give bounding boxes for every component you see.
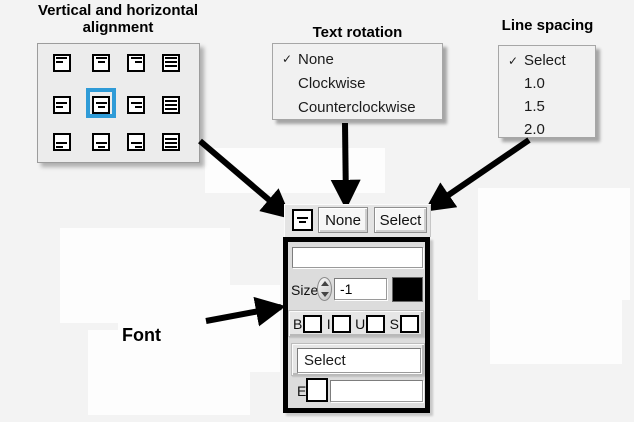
- font-panel: Size -1 B I U S Sele: [283, 237, 430, 413]
- underline-label: U: [355, 315, 366, 332]
- menu-item-none[interactable]: ✓ None: [273, 47, 442, 71]
- align-top-right-icon[interactable]: [127, 54, 145, 72]
- sample-text-input[interactable]: [292, 247, 423, 268]
- alignment-selector-button[interactable]: [292, 209, 313, 231]
- italic-checkbox[interactable]: [331, 314, 351, 333]
- font-callout-label: Font: [122, 325, 161, 345]
- font-style-strip: B I U S: [288, 310, 424, 337]
- background-patch: [88, 330, 250, 415]
- menu-item-clockwise[interactable]: Clockwise: [298, 74, 366, 92]
- align-bottom-left-icon[interactable]: [53, 133, 71, 151]
- align-center-icon: [297, 217, 308, 219]
- align-middle-justify-icon[interactable]: [162, 96, 180, 114]
- align-middle-left-icon[interactable]: [53, 96, 71, 114]
- checkmark-icon: ✓: [281, 52, 293, 66]
- menu-item-2-0[interactable]: 2.0: [524, 121, 545, 138]
- embed-checkbox[interactable]: [306, 378, 328, 402]
- menu-item-1-5[interactable]: 1.5: [524, 98, 545, 115]
- embed-label: E: [297, 383, 307, 399]
- align-top-justify-icon[interactable]: [162, 54, 180, 72]
- text-rotation-menu: ✓ None Clockwise Counterclockwise: [272, 43, 443, 120]
- font-color-swatch[interactable]: [392, 277, 423, 302]
- align-bottom-right-icon[interactable]: [127, 133, 145, 151]
- menu-item-counterclockwise[interactable]: Counterclockwise: [298, 98, 416, 116]
- font-name-input[interactable]: Select: [297, 348, 421, 373]
- font-name-base: Select: [291, 343, 425, 376]
- strikeout-checkbox[interactable]: [399, 314, 419, 333]
- text-format-toolbar: None Select: [284, 204, 431, 237]
- menu-item-select[interactable]: ✓ Select: [499, 49, 595, 72]
- size-spinner[interactable]: [317, 277, 332, 301]
- size-label: Size: [291, 282, 319, 298]
- size-input[interactable]: -1: [334, 278, 387, 300]
- alignment-title: Vertical and horizontal alignment: [37, 2, 199, 36]
- selected-alignment-highlight: [86, 88, 116, 118]
- background-patch: [205, 148, 385, 193]
- italic-label: I: [326, 315, 331, 332]
- bold-checkbox[interactable]: [303, 314, 323, 333]
- alignment-palette: [37, 43, 200, 163]
- spinner-down-icon[interactable]: [320, 292, 329, 297]
- bold-label: B: [293, 315, 303, 332]
- background-patch: [478, 188, 630, 300]
- align-middle-right-icon[interactable]: [127, 96, 145, 114]
- align-bottom-center-icon[interactable]: [92, 133, 110, 151]
- text-rotation-dropdown[interactable]: None: [318, 207, 368, 233]
- embed-input[interactable]: [330, 380, 423, 402]
- align-middle-center-icon[interactable]: [92, 96, 110, 114]
- strikeout-label: S: [389, 315, 399, 332]
- align-top-left-icon[interactable]: [53, 54, 71, 72]
- align-bottom-justify-icon[interactable]: [162, 133, 180, 151]
- menu-item-1-0[interactable]: 1.0: [524, 75, 545, 92]
- text-rotation-title: Text rotation: [312, 24, 403, 41]
- line-spacing-dropdown[interactable]: Select: [374, 207, 427, 233]
- background-patch: [490, 300, 622, 364]
- spinner-up-icon[interactable]: [320, 281, 329, 286]
- line-spacing-title: Line spacing: [501, 17, 594, 34]
- line-spacing-menu: ✓ Select 1.0 1.5 2.0: [498, 45, 596, 138]
- underline-checkbox[interactable]: [366, 314, 386, 333]
- align-top-center-icon[interactable]: [92, 54, 110, 72]
- checkmark-icon: ✓: [507, 53, 519, 68]
